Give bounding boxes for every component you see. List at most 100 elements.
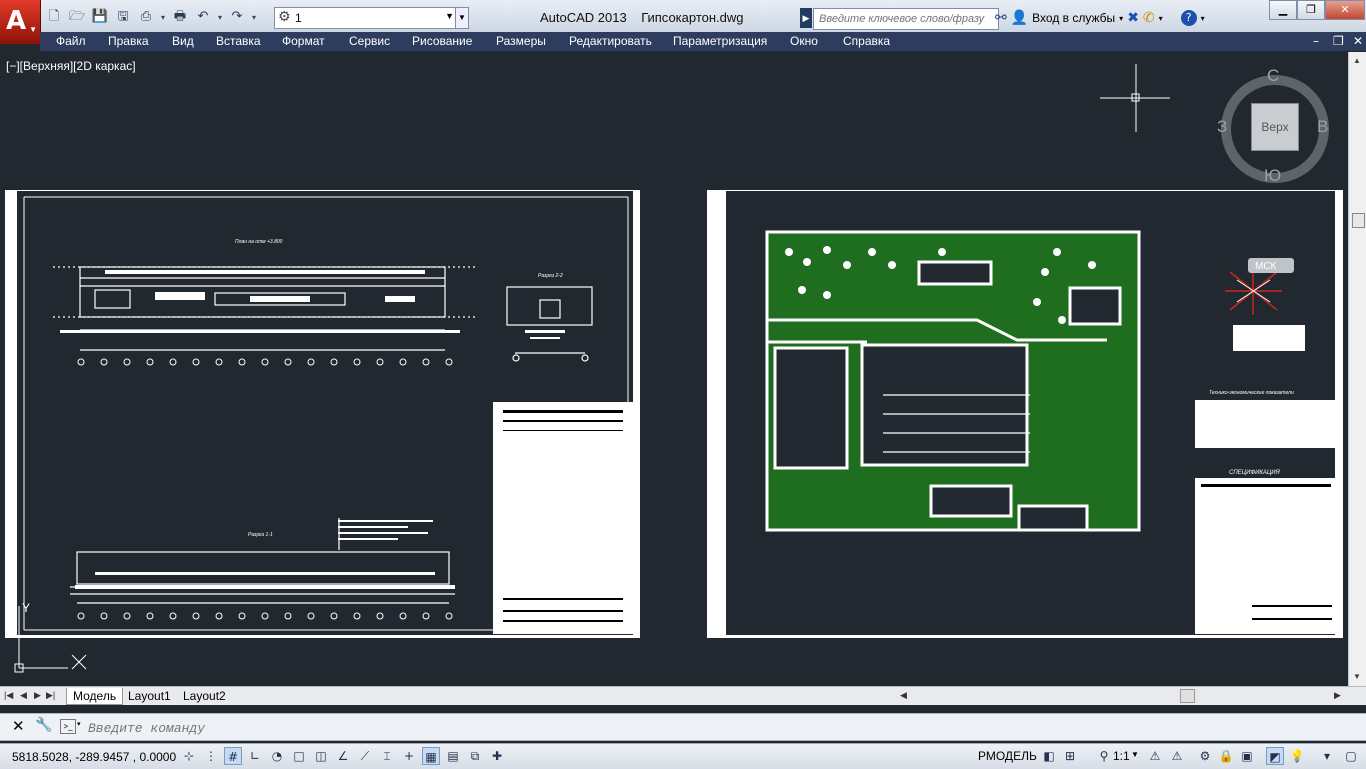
menu-parametric[interactable]: Параметризация: [673, 34, 768, 48]
annotation-scale-icon[interactable]: ⚲: [1099, 749, 1109, 763]
scroll-up-icon[interactable]: ▲: [1353, 56, 1361, 65]
annotation-visibility-icon[interactable]: ⚠: [1149, 749, 1161, 763]
last-tab-icon[interactable]: ▶|: [46, 690, 56, 700]
clean-screen-icon[interactable]: ▢: [1345, 749, 1357, 763]
menu-window[interactable]: Окно: [790, 34, 818, 48]
viewcube-compass-ring[interactable]: [1221, 75, 1329, 183]
compass-north[interactable]: С: [1267, 66, 1280, 85]
annotation-scale-value[interactable]: 1:1: [1113, 749, 1130, 763]
chevron-down-icon[interactable]: ▾: [1158, 13, 1163, 23]
tab-layout1[interactable]: Layout1: [128, 689, 171, 703]
menu-tools[interactable]: Сервис: [349, 34, 391, 48]
compass-south[interactable]: Ю: [1264, 166, 1282, 185]
print-icon[interactable]: 🖶: [173, 9, 187, 24]
exchange-icon[interactable]: ✖: [1127, 10, 1139, 26]
tab-layout2[interactable]: Layout2: [183, 689, 226, 703]
drawing-viewport[interactable]: [−][Верхняя][2D каркас] Верх С В З Ю Пла…: [0, 52, 1348, 686]
help-search-box[interactable]: [813, 8, 999, 30]
grid-display-icon[interactable]: #: [224, 747, 242, 765]
ortho-mode-icon[interactable]: ∟: [249, 749, 261, 763]
redo-icon[interactable]: ↷: [231, 9, 243, 24]
command-input[interactable]: [86, 718, 1360, 738]
quick-properties-icon[interactable]: ▤: [447, 749, 459, 763]
hscroll-thumb[interactable]: [1180, 689, 1195, 703]
compass-west[interactable]: З: [1217, 117, 1228, 136]
auto-scale-icon[interactable]: ⚠: [1171, 749, 1183, 763]
dynamic-ucs-icon[interactable]: ⟋: [360, 749, 370, 763]
menu-modify[interactable]: Редактировать: [569, 34, 652, 48]
3d-object-snap-icon[interactable]: ◫: [315, 749, 327, 763]
close-icon[interactable]: ✕: [12, 717, 25, 735]
dynamic-input-icon[interactable]: ⌶: [383, 749, 391, 763]
command-history-icon[interactable]: >_: [60, 719, 76, 734]
object-snap-tracking-icon[interactable]: ∠: [337, 749, 349, 763]
new-file-icon[interactable]: 🗋: [48, 9, 60, 24]
prev-tab-icon[interactable]: ◀: [20, 690, 27, 700]
doc-minimize-icon[interactable]: –: [1313, 34, 1319, 48]
annotation-monitor-icon[interactable]: ✚: [491, 749, 503, 763]
selection-cycling-icon[interactable]: ⧉: [470, 749, 480, 763]
infer-constraints-icon[interactable]: ⊹: [183, 749, 195, 763]
first-tab-icon[interactable]: |◀: [4, 690, 14, 700]
menu-view[interactable]: Вид: [172, 34, 194, 48]
workspace-switching-icon[interactable]: ⚙: [1199, 749, 1211, 763]
workspace-select[interactable]: ⚙ 1 ▼: [274, 7, 457, 29]
undo-icon[interactable]: ↶: [197, 9, 209, 24]
binoculars-icon[interactable]: ⚯: [995, 10, 1007, 26]
menu-insert[interactable]: Вставка: [216, 34, 261, 48]
maximize-button[interactable]: ❐: [1297, 0, 1325, 20]
polar-tracking-icon[interactable]: ◔: [271, 749, 283, 763]
menu-format[interactable]: Формат: [282, 34, 325, 48]
lock-icon[interactable]: 🔒: [1218, 749, 1234, 763]
qat-customize-button[interactable]: ▼: [455, 7, 469, 29]
menu-file[interactable]: Файл: [56, 34, 86, 48]
snap-mode-icon[interactable]: ⋮: [205, 749, 217, 763]
chevron-down-icon[interactable]: ▾: [217, 12, 222, 22]
chevron-down-icon[interactable]: ▾: [1119, 13, 1124, 23]
doc-close-icon[interactable]: ✕: [1353, 34, 1364, 48]
lineweight-icon[interactable]: +: [403, 749, 415, 763]
help-icon[interactable]: ?: [1180, 10, 1197, 26]
hardware-acceleration-icon[interactable]: ▣: [1241, 749, 1253, 763]
menu-edit[interactable]: Правка: [108, 34, 149, 48]
scroll-down-icon[interactable]: ▼: [1353, 672, 1361, 681]
scroll-thumb[interactable]: [1352, 213, 1365, 228]
communication-center-icon[interactable]: ✆: [1142, 10, 1155, 26]
chevron-down-icon[interactable]: ▾: [1323, 749, 1331, 763]
coordinates-readout[interactable]: 5818.5028, -289.9457 , 0.0000: [12, 750, 177, 764]
application-menu-button[interactable]: A ▼: [0, 0, 41, 44]
user-icon[interactable]: 👤: [1010, 10, 1029, 26]
search-expand-button[interactable]: ▶: [800, 8, 812, 28]
quick-view-drawings-icon[interactable]: ⊞: [1064, 749, 1076, 763]
minimize-button[interactable]: ▁: [1269, 0, 1297, 20]
menu-dimension[interactable]: Размеры: [496, 34, 546, 48]
signin-button[interactable]: Вход в службы: [1032, 11, 1116, 25]
chevron-down-icon[interactable]: ▾: [160, 12, 165, 22]
chevron-down-icon[interactable]: ▾: [1200, 13, 1205, 23]
plot-icon[interactable]: ⎙: [140, 9, 152, 24]
menu-help[interactable]: Справка: [843, 34, 891, 48]
viewcube-top-face[interactable]: Верх: [1251, 103, 1299, 151]
wrench-icon[interactable]: 🔧: [35, 717, 53, 733]
search-input[interactable]: [817, 12, 995, 26]
save-icon[interactable]: 💾: [91, 9, 109, 24]
hscroll-left-icon[interactable]: ◀: [900, 690, 907, 700]
hscroll-right-icon[interactable]: ▶: [1334, 690, 1341, 700]
chevron-down-icon[interactable]: ▾: [77, 721, 81, 728]
object-snap-icon[interactable]: □: [293, 749, 305, 763]
next-tab-icon[interactable]: ▶: [34, 690, 41, 700]
viewport-controls-label[interactable]: [−][Верхняя][2D каркас]: [6, 59, 136, 73]
chevron-down-icon[interactable]: ▾: [251, 12, 256, 22]
tab-model[interactable]: Модель: [66, 688, 124, 705]
ucs-badge[interactable]: [1248, 258, 1294, 273]
open-file-icon[interactable]: 🗁: [68, 9, 86, 24]
lightbulb-icon[interactable]: 💡: [1289, 749, 1305, 763]
transparency-icon[interactable]: ▦: [422, 747, 440, 765]
layout-view-icon[interactable]: ◧: [1043, 749, 1055, 763]
menu-draw[interactable]: Рисование: [412, 34, 473, 48]
vertical-scrollbar[interactable]: ▲ ▼: [1348, 52, 1366, 686]
close-button[interactable]: ✕: [1325, 0, 1365, 20]
doc-restore-icon[interactable]: ❐: [1333, 34, 1344, 48]
model-space-toggle[interactable]: РМОДЕЛЬ: [978, 749, 1037, 763]
compass-east[interactable]: В: [1317, 117, 1329, 136]
